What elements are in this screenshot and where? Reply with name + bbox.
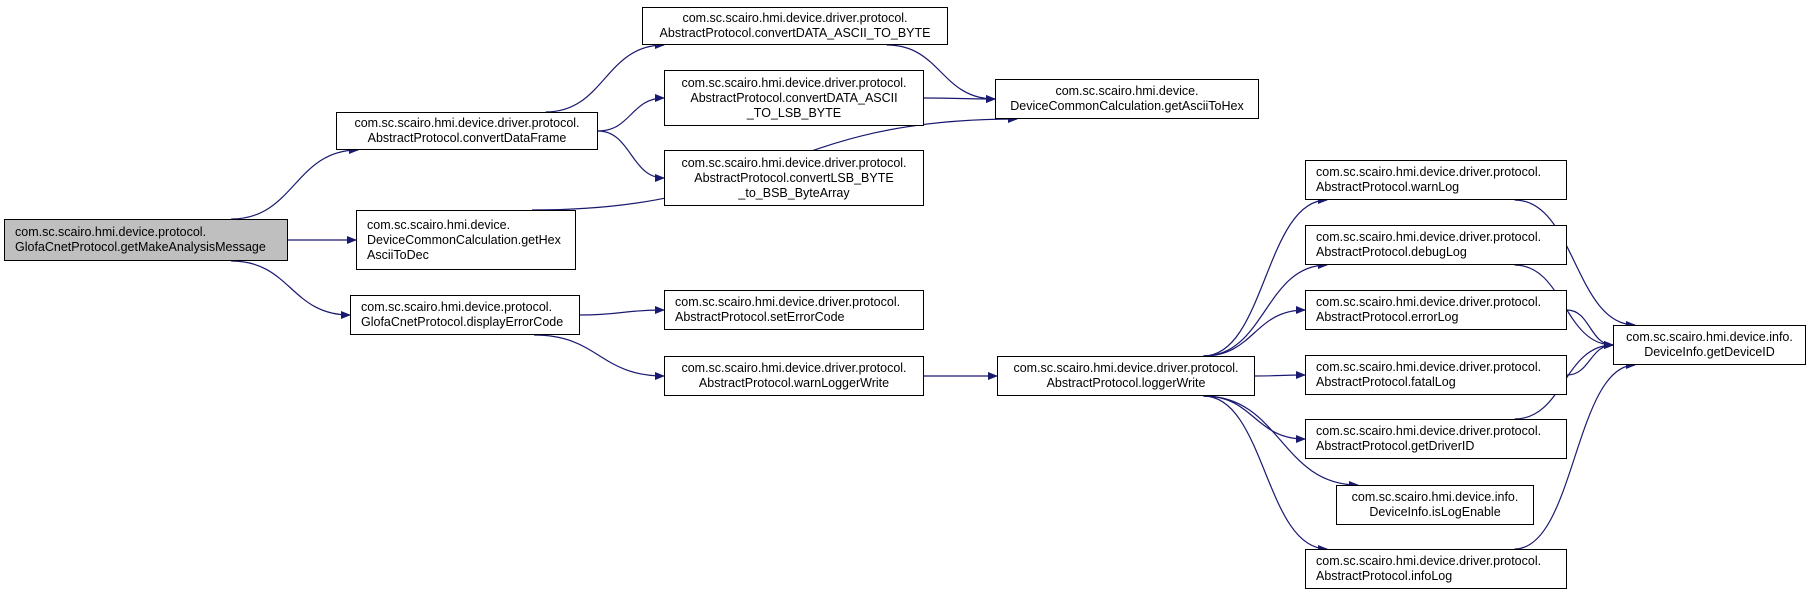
edge-loggerWrite-to-infoLog <box>1203 395 1328 553</box>
node-logger-write[interactable]: com.sc.scairo.hmi.device.driver.protocol… <box>997 356 1255 396</box>
node-warn-log-line2: AbstractProtocol.warnLog <box>1316 180 1460 194</box>
node-get-hex-ascii-to-dec-line3: AsciiToDec <box>367 247 429 262</box>
node-convert-data-frame-line2: AbstractProtocol.convertDataFrame <box>367 131 567 145</box>
node-display-error-code[interactable]: com.sc.scairo.hmi.device.protocol. Glofa… <box>350 295 580 335</box>
node-get-device-id-line2: DeviceInfo.getDeviceID <box>1644 345 1775 359</box>
node-warn-log[interactable]: com.sc.scairo.hmi.device.driver.protocol… <box>1305 160 1567 200</box>
node-logger-write-line1: com.sc.scairo.hmi.device.driver.protocol… <box>1013 361 1239 375</box>
node-get-hex-ascii-to-dec[interactable]: com.sc.scairo.hmi.device. DeviceCommonCa… <box>356 210 576 270</box>
node-debug-log-line1: com.sc.scairo.hmi.device.driver.protocol… <box>1316 230 1542 244</box>
node-fatal-log-line1: com.sc.scairo.hmi.device.driver.protocol… <box>1316 360 1542 374</box>
node-get-driver-id-line2: AbstractProtocol.getDriverID <box>1316 439 1475 453</box>
node-get-hex-ascii-to-dec-line2: DeviceCommonCalculation.getHex <box>367 232 561 247</box>
edge-loggerWrite-to-warnLog <box>1203 196 1328 357</box>
node-error-log-line2: AbstractProtocol.errorLog <box>1316 310 1459 324</box>
node-logger-write-line2: AbstractProtocol.loggerWrite <box>1046 376 1206 390</box>
node-convert-data-frame[interactable]: com.sc.scairo.hmi.device.driver.protocol… <box>336 112 598 150</box>
node-root-line2: GlofaCnetProtocol.getMakeAnalysisMessage <box>15 240 266 254</box>
node-get-ascii-to-hex-line2: DeviceCommonCalculation.getAsciiToHex <box>1010 99 1244 113</box>
edge-loggerWrite-to-isLogEnable <box>1203 395 1359 489</box>
node-convert-data-ascii-to-byte-line1: com.sc.scairo.hmi.device.driver.protocol… <box>682 11 908 25</box>
node-info-log[interactable]: com.sc.scairo.hmi.device.driver.protocol… <box>1305 549 1567 589</box>
node-convert-data-ascii-to-byte[interactable]: com.sc.scairo.hmi.device.driver.protocol… <box>642 7 948 45</box>
node-set-error-code-line2: AbstractProtocol.setErrorCode <box>675 310 845 324</box>
edge-loggerWrite-to-fatalLog <box>1254 371 1306 380</box>
node-fatal-log[interactable]: com.sc.scairo.hmi.device.driver.protocol… <box>1305 355 1567 395</box>
node-set-error-code[interactable]: com.sc.scairo.hmi.device.driver.protocol… <box>664 290 924 330</box>
edge-loggerWrite-to-debugLog <box>1203 261 1328 357</box>
node-warn-log-line1: com.sc.scairo.hmi.device.driver.protocol… <box>1316 165 1542 179</box>
node-get-driver-id[interactable]: com.sc.scairo.hmi.device.driver.protocol… <box>1305 419 1567 459</box>
node-is-log-enable-line2: DeviceInfo.isLogEnable <box>1369 505 1501 519</box>
node-get-ascii-to-hex-line1: com.sc.scairo.hmi.device. <box>1055 84 1199 98</box>
edge-errorLog-to-getDeviceID <box>1566 309 1614 349</box>
node-convert-lsb-byte-to-bsb[interactable]: com.sc.scairo.hmi.device.driver.protocol… <box>664 150 924 206</box>
edge-root-to-convertDataFrame <box>231 146 359 220</box>
node-info-log-line1: com.sc.scairo.hmi.device.driver.protocol… <box>1316 554 1542 568</box>
edge-loggerWrite-to-errorLog <box>1203 306 1306 357</box>
node-info-log-line2: AbstractProtocol.infoLog <box>1316 569 1453 583</box>
edge-convertDataAsciiToByte-to-getAsciiToHex <box>886 44 996 103</box>
node-convert-data-ascii-to-lsb-byte-line3: _TO_LSB_BYTE <box>746 105 842 120</box>
edge-displayErrorCode-to-warnLoggerWrite <box>533 334 665 380</box>
node-root[interactable]: com.sc.scairo.hmi.device.protocol. Glofa… <box>4 219 288 261</box>
node-get-device-id-line1: com.sc.scairo.hmi.device.info. <box>1626 330 1793 344</box>
edge-displayErrorCode-to-setErrorCode <box>579 306 665 316</box>
edge-loggerWrite-to-getDriverID <box>1203 395 1306 443</box>
edge-infoLog-to-getDeviceID <box>1514 361 1636 550</box>
edge-fatalLog-to-getDeviceID <box>1566 341 1614 376</box>
node-convert-data-ascii-to-byte-line2: AbstractProtocol.convertDATA_ASCII_TO_BY… <box>659 26 931 40</box>
node-convert-data-frame-line1: com.sc.scairo.hmi.device.driver.protocol… <box>354 116 580 130</box>
edge-root-to-displayErrorCode <box>231 260 351 319</box>
node-get-hex-ascii-to-dec-line1: com.sc.scairo.hmi.device. <box>367 217 511 232</box>
node-convert-lsb-byte-to-bsb-line2: AbstractProtocol.convertLSB_BYTE <box>694 170 894 185</box>
edge-convertDataFrame-to-convertDataAsciiToByte <box>545 41 665 113</box>
node-convert-lsb-byte-to-bsb-line3: _to_BSB_ByteArray <box>738 185 850 200</box>
node-convert-data-ascii-to-lsb-byte-line1: com.sc.scairo.hmi.device.driver.protocol… <box>681 75 907 90</box>
node-is-log-enable-line1: com.sc.scairo.hmi.device.info. <box>1351 490 1519 504</box>
node-is-log-enable[interactable]: com.sc.scairo.hmi.device.info. DeviceInf… <box>1336 485 1534 525</box>
node-get-device-id[interactable]: com.sc.scairo.hmi.device.info. DeviceInf… <box>1613 325 1806 365</box>
node-root-line1: com.sc.scairo.hmi.device.protocol. <box>15 225 207 239</box>
node-set-error-code-line1: com.sc.scairo.hmi.device.driver.protocol… <box>675 295 901 309</box>
node-warn-logger-write-line2: AbstractProtocol.warnLoggerWrite <box>698 376 890 390</box>
edge-convertDataFrame-to-convertDataAsciiToLsbByte <box>597 94 665 132</box>
node-warn-logger-write[interactable]: com.sc.scairo.hmi.device.driver.protocol… <box>664 356 924 396</box>
edge-convertDataFrame-to-convertLsbByteToBsb <box>597 130 665 182</box>
node-convert-lsb-byte-to-bsb-line1: com.sc.scairo.hmi.device.driver.protocol… <box>681 155 907 170</box>
node-get-driver-id-line1: com.sc.scairo.hmi.device.driver.protocol… <box>1316 424 1542 438</box>
edge-warnLog-to-getDeviceID <box>1514 199 1636 329</box>
node-convert-data-ascii-to-lsb-byte[interactable]: com.sc.scairo.hmi.device.driver.protocol… <box>664 70 924 126</box>
edges <box>231 41 1636 553</box>
node-display-error-code-line2: GlofaCnetProtocol.displayErrorCode <box>361 315 564 329</box>
node-debug-log[interactable]: com.sc.scairo.hmi.device.driver.protocol… <box>1305 225 1567 265</box>
node-display-error-code-line1: com.sc.scairo.hmi.device.protocol. <box>361 300 553 314</box>
node-fatal-log-line2: AbstractProtocol.fatalLog <box>1316 375 1456 389</box>
edge-convertDataAsciiToLsbByte-to-getAsciiToHex <box>923 94 996 103</box>
node-error-log[interactable]: com.sc.scairo.hmi.device.driver.protocol… <box>1305 290 1567 330</box>
node-debug-log-line2: AbstractProtocol.debugLog <box>1316 245 1467 259</box>
node-warn-logger-write-line1: com.sc.scairo.hmi.device.driver.protocol… <box>681 361 907 375</box>
node-error-log-line1: com.sc.scairo.hmi.device.driver.protocol… <box>1316 295 1542 309</box>
node-convert-data-ascii-to-lsb-byte-line2: AbstractProtocol.convertDATA_ASCII <box>690 90 898 105</box>
node-get-ascii-to-hex[interactable]: com.sc.scairo.hmi.device. DeviceCommonCa… <box>995 79 1259 119</box>
